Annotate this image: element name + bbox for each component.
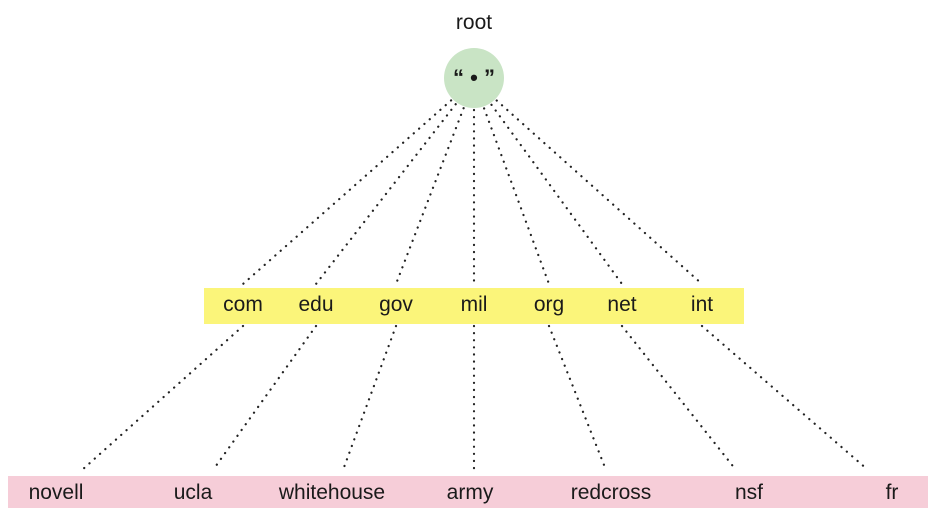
tld-label-int: int [691, 293, 713, 316]
org-to-redcross-line [547, 324, 608, 472]
tld-labels: com edu gov mil org net int [223, 293, 713, 316]
leaf-band [8, 476, 928, 508]
root-symbol: “ • ” [453, 65, 495, 90]
edu-to-ucla-line [211, 324, 318, 472]
root-to-net-line [490, 103, 624, 286]
tld-label-mil: mil [461, 293, 488, 316]
leaf-label-army: army [447, 481, 494, 504]
leaf-label-nsf: nsf [735, 481, 763, 504]
tld-band [204, 288, 744, 324]
leaf-label-whitehouse: whitehouse [278, 481, 385, 504]
leaf-label-ucla: ucla [174, 481, 213, 504]
tld-label-org: org [534, 293, 564, 316]
tld-label-gov: gov [379, 293, 413, 316]
tld-label-edu: edu [298, 293, 333, 316]
leaf-label-novell: novell [29, 481, 84, 504]
root-to-org-line [483, 107, 551, 286]
root-to-int-line [495, 99, 704, 286]
gov-to-whitehouse-line [341, 324, 398, 472]
leaf-labels: novell ucla whitehouse army redcross nsf fr [29, 481, 899, 504]
connector-lines [80, 99, 870, 472]
tld-label-com: com [223, 293, 263, 316]
net-to-nsf-line [620, 324, 738, 472]
tld-label-net: net [607, 293, 636, 316]
root-label: root [456, 11, 492, 34]
root-to-com-line [241, 99, 453, 286]
root-to-gov-line [394, 107, 465, 286]
int-to-fr-line [700, 324, 870, 472]
root-to-edu-line [314, 103, 457, 286]
com-to-novell-line [80, 324, 245, 472]
leaf-label-fr: fr [886, 481, 899, 504]
leaf-label-redcross: redcross [571, 481, 652, 504]
root-node [444, 48, 504, 108]
